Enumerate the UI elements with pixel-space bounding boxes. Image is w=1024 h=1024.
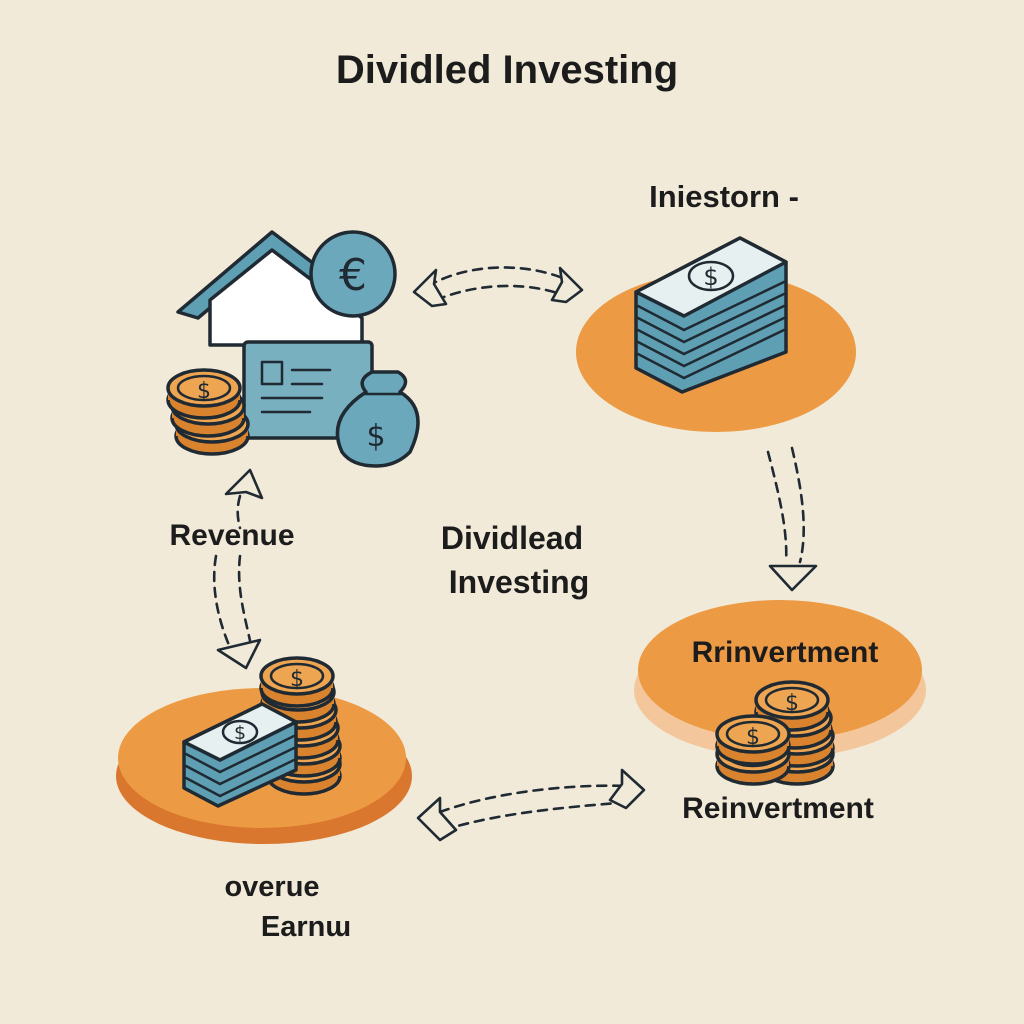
earnings-coin-dollar: $ <box>290 667 304 692</box>
house-document-money-icon: € $ $ <box>166 230 420 468</box>
revenue-node: € $ $ Revenue <box>166 230 420 552</box>
diagram-title: Dividled Investing <box>336 48 678 92</box>
center-label: Dividlead Investing <box>441 520 589 600</box>
connector-bottom <box>416 768 646 842</box>
cash-dollar-symbol: $ <box>703 263 718 291</box>
earnings-label-line1: overue <box>224 871 319 903</box>
connector-top <box>412 266 584 308</box>
revenue-label: Revenue <box>169 519 294 552</box>
money-bag-dollar: $ <box>366 419 385 454</box>
reinvestment-platform-label: Rrinvertment <box>692 636 879 669</box>
euro-symbol: € <box>339 250 367 301</box>
investor-node: Iniestorn - $ <box>576 179 856 432</box>
earnings-node: $ $ overue Earnɯ <box>116 656 412 943</box>
cash-and-coins-icon: $ $ <box>182 656 342 808</box>
connector-right <box>766 446 818 592</box>
investor-label: Iniestorn - <box>649 179 799 214</box>
earnings-cash-dollar: $ <box>234 722 246 744</box>
coin-dollar-symbol: $ <box>197 379 211 404</box>
reinvestment-node: Rrinvertment $ $ Reinvertment <box>634 600 926 825</box>
connector-left <box>212 468 264 670</box>
reinvestment-platform <box>638 600 922 740</box>
reinvestment-label: Reinvertment <box>682 792 874 825</box>
earnings-label-line2: Earnɯ <box>261 911 351 943</box>
coin-stack-icon: $ $ <box>715 680 835 786</box>
center-label-line2: Investing <box>449 564 589 600</box>
cash-stack-icon: $ <box>634 236 788 394</box>
reinvest-coin-side-dollar: $ <box>746 725 760 750</box>
center-label-line1: Dividlead <box>441 520 583 556</box>
reinvest-coin-top-dollar: $ <box>785 691 799 716</box>
